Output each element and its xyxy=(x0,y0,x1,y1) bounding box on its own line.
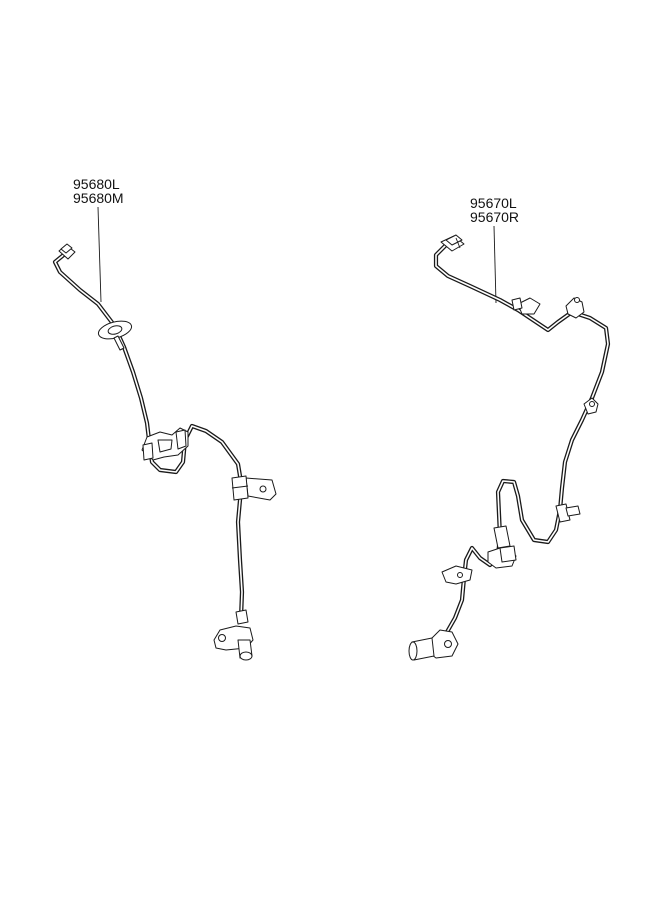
right-side-clip xyxy=(583,397,599,415)
left-mounting-bracket xyxy=(141,427,189,461)
left-cable-clip xyxy=(231,475,277,501)
right-lower-clip xyxy=(555,503,581,523)
left-leader-line xyxy=(97,206,102,303)
left-part-number-2: 95680M xyxy=(73,190,124,206)
right-top-clip xyxy=(511,297,541,315)
right-connector xyxy=(440,234,465,252)
right-part-number-1: 95670L xyxy=(470,195,517,211)
right-upper-bracket xyxy=(565,297,585,319)
right-part-number-2: 95670R xyxy=(470,209,519,225)
right-center-bracket xyxy=(487,525,517,569)
right-wheel-speed-sensor-assembly: 95670L 95670R xyxy=(408,195,611,661)
left-speed-sensor xyxy=(213,609,254,661)
left-wheel-speed-sensor-assembly: 95680L 95680M xyxy=(52,176,277,661)
right-bottom-clip xyxy=(441,565,473,585)
left-grommet xyxy=(97,320,133,351)
left-part-number-1: 95680L xyxy=(73,176,120,192)
right-speed-sensor xyxy=(408,629,459,661)
left-connector xyxy=(58,243,76,260)
right-leader-line xyxy=(493,225,497,304)
